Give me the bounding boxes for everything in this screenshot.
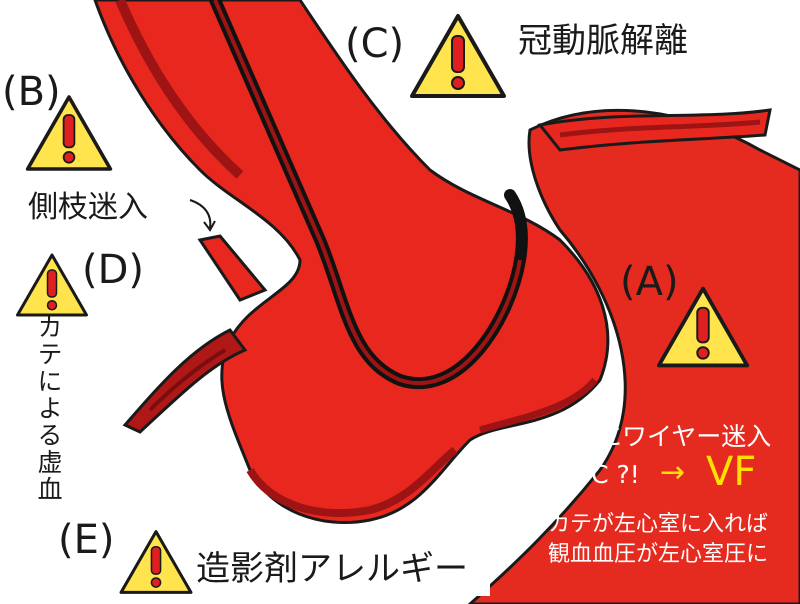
label-b: (B) xyxy=(2,69,61,115)
side-branch-label: 側枝迷入 xyxy=(28,190,148,225)
label-e: (E) xyxy=(58,517,115,563)
dissection-label: 冠動脈解離 xyxy=(518,21,688,61)
catheter-ischemia-label: カテによる虚血 xyxy=(34,314,63,503)
aorta xyxy=(93,0,610,525)
note-line-1: カテが左心室に入れば xyxy=(548,512,769,537)
contrast-allergy-label: 造影剤アレルギー xyxy=(196,549,468,589)
warning-icon xyxy=(16,253,88,317)
vf-arrow: → xyxy=(660,455,686,490)
curved-arrow xyxy=(189,199,212,229)
warning-icon xyxy=(25,95,113,171)
label-d: (D) xyxy=(82,247,145,293)
contrast-allergy-box xyxy=(190,546,490,596)
label-a: (A) xyxy=(620,259,679,305)
pvc-text: → PVC ?! xyxy=(530,460,640,489)
wire-lv-text: 左心室にワイヤー迷入 xyxy=(522,422,772,451)
warning-icon xyxy=(656,286,750,368)
warning-icon xyxy=(410,14,506,98)
note-line-2: 観血血圧が左心室圧に xyxy=(548,542,769,567)
label-c: (C) xyxy=(345,21,405,67)
vf-text: VF xyxy=(706,449,757,495)
side-branch-vessel xyxy=(197,234,268,302)
warning-icon xyxy=(119,530,193,594)
